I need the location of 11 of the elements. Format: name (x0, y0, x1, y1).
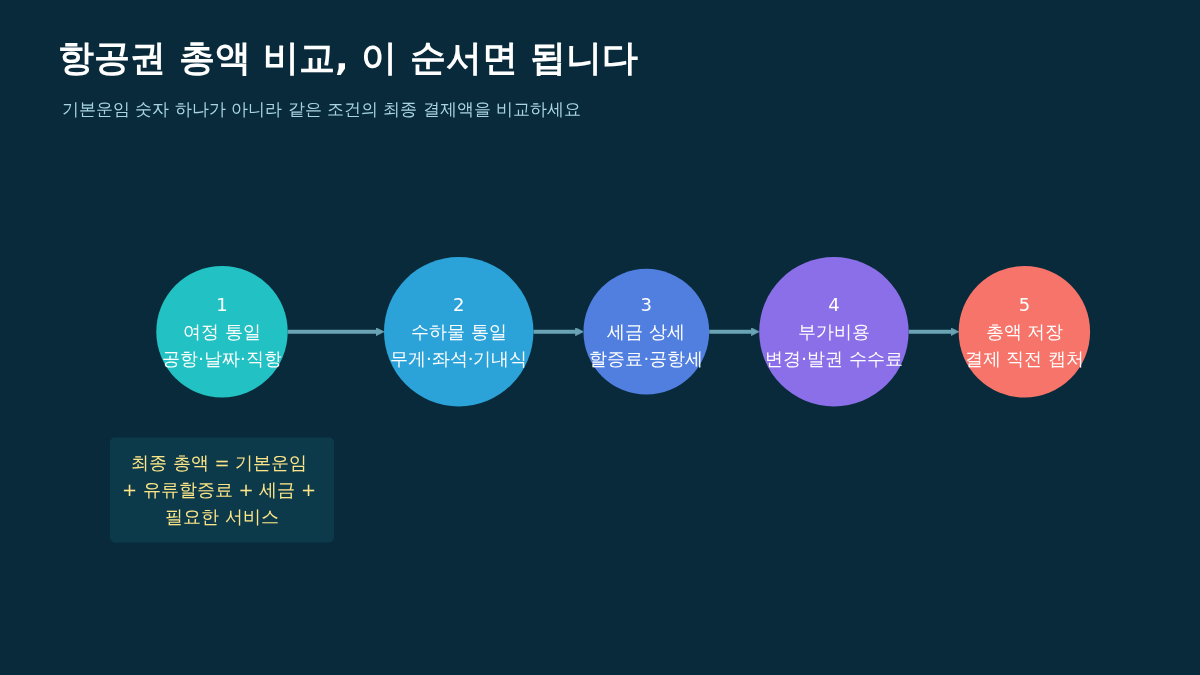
arrow (287, 327, 385, 337)
subtitle: 기본운임 숫자 하나가 아니라 같은 조건의 최종 결제액을 비교하세요 (62, 98, 582, 121)
node-circle: 3 세금 상세 할증료·공항세 (583, 269, 710, 395)
node-circle: 4 부가비용 변경·발권 수수료 (759, 257, 909, 407)
arrow (533, 327, 584, 337)
arrow (709, 327, 760, 337)
node-circle: 5 총액 저장 결제 직전 캡처 (958, 266, 1091, 398)
node-circle: 1 여정 통일 공항·날짜·직항 (156, 266, 288, 398)
arrow (908, 327, 959, 337)
title: 항공권 총액 비교, 이 순서면 됩니다 (58, 36, 639, 80)
node-circle: 2 수하물 통일 무게·좌석·기내식 (383, 257, 534, 407)
